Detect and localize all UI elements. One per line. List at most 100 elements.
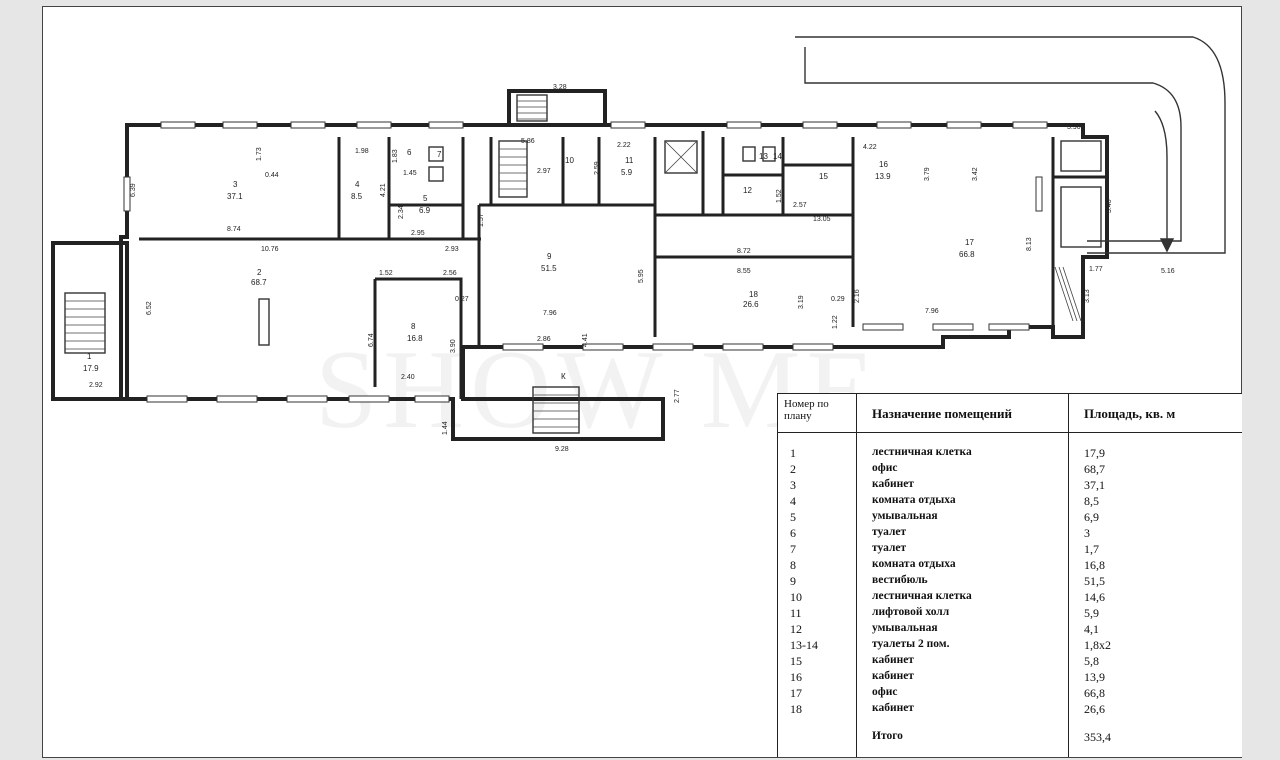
dim-label: 0.29 [831,296,845,303]
stairs [64,94,1082,434]
dim-label: 0.44 [265,172,279,179]
room-area: 51.5 [541,264,557,273]
row-name: офис [872,462,898,474]
room-area: 17.9 [83,364,99,373]
dim-label: 1.77 [1089,266,1103,273]
room-number: 10 [565,156,574,165]
row-area: 16,8 [1084,558,1105,572]
dim-label: 1.44 [442,421,449,435]
row-name: комната отдыха [872,558,956,570]
row-name: умывальная [872,510,938,522]
ramp-arrow [1154,110,1168,245]
row-area: 37,1 [1084,478,1105,492]
room-number: 16 [879,160,888,169]
drawing-sheet: SHOW ME [42,6,1242,758]
dim-label: 8.72 [737,248,751,255]
row-name: вестибюль [872,574,928,586]
row-name: туалет [872,542,907,554]
row-number: 17 [790,686,802,700]
dim-label: 5.95 [638,269,645,283]
row-number: 13-14 [790,638,818,652]
row-number: 10 [790,590,802,604]
row-name: кабинет [872,654,914,666]
floor-plan: SHOW ME [51,36,1226,453]
row-area: 68,7 [1084,462,1105,476]
dim-label: 13.05 [813,216,831,223]
room-area: 16.8 [407,334,423,343]
dim-label: 6.39 [130,183,137,197]
dim-label: 3.28 [553,84,567,91]
dim-label: 7.96 [925,308,939,315]
room-number: 4 [355,180,360,189]
dim-label: 5.16 [1161,268,1175,275]
dim-label: 5.40 [1106,199,1113,213]
row-area: 4,1 [1084,622,1099,636]
dim-label: 2.97 [537,168,551,175]
row-area: 5,8 [1084,654,1099,668]
room-number: К [561,372,566,381]
dim-label: 0.27 [455,296,469,303]
dim-label: 1.98 [355,148,369,155]
row-name: кабинет [872,478,914,490]
dim-label: 1.52 [379,270,393,277]
room-number: 3 [233,180,238,189]
table-row: 2 офис 68,7 [778,462,1242,478]
room-number: 8 [411,322,416,331]
table-row: 12 умывальная 4,1 [778,622,1242,638]
dim-label: 3.19 [798,295,805,309]
row-area: 5,9 [1084,606,1099,620]
dim-label: 8.13 [1026,237,1033,251]
dim-label: 2.93 [445,246,459,253]
dim-label: 2.34 [398,205,405,219]
header-purpose: Назначение помещений [872,406,1012,421]
room-number: 13 [759,152,768,161]
row-number: 4 [790,494,796,508]
rooms-legend-table: Номер по плану Назначение помещений Площ… [777,393,1242,757]
row-number: 2 [790,462,796,476]
row-number: 9 [790,574,796,588]
dim-label: 5.86 [521,138,535,145]
dim-label: 2.16 [854,289,861,303]
row-name: комната отдыха [872,494,956,506]
windows [123,121,1048,403]
room-number: 11 [625,156,634,165]
dim-label: 3.42 [972,167,979,181]
row-area: 14,6 [1084,590,1105,604]
room-area: 26.6 [743,300,759,309]
dim-label: 1.73 [256,147,263,161]
row-name: офис [872,686,898,698]
room-labels: 1 17.9 2 68.7 3 37.1 4 8.5 5 6.9 6 7 8 1… [83,148,975,381]
row-area: 17,9 [1084,446,1105,460]
row-area: 6,9 [1084,510,1099,524]
dim-label: 1.83 [392,149,399,163]
room-area: 68.7 [251,278,267,287]
dim-label: 2.95 [411,230,425,237]
dim-label: 1.52 [776,189,783,203]
room-number: 17 [965,238,974,247]
row-area: 3 [1084,526,1090,540]
room-number: 6 [407,148,412,157]
room-number: 15 [819,172,828,181]
legend-header [778,394,1242,433]
room-area: 5.9 [621,168,633,177]
room-area: 6.9 [419,206,431,215]
row-area: 26,6 [1084,702,1105,716]
row-name: умывальная [872,622,938,634]
row-name: лестничная клетка [872,446,972,458]
table-row: 17 офис 66,8 [778,686,1242,702]
room-number: 7 [437,150,442,159]
room-area: 37.1 [227,192,243,201]
header-area: Площадь, кв. м [1084,406,1176,421]
dim-label: 6.52 [146,301,153,315]
row-number: 12 [790,622,802,636]
dim-label: 10.76 [261,246,279,253]
row-number: 11 [790,606,802,620]
row-area: 66,8 [1084,686,1105,700]
room-area: 8.5 [351,192,363,201]
dim-label: 3.90 [1067,124,1081,131]
